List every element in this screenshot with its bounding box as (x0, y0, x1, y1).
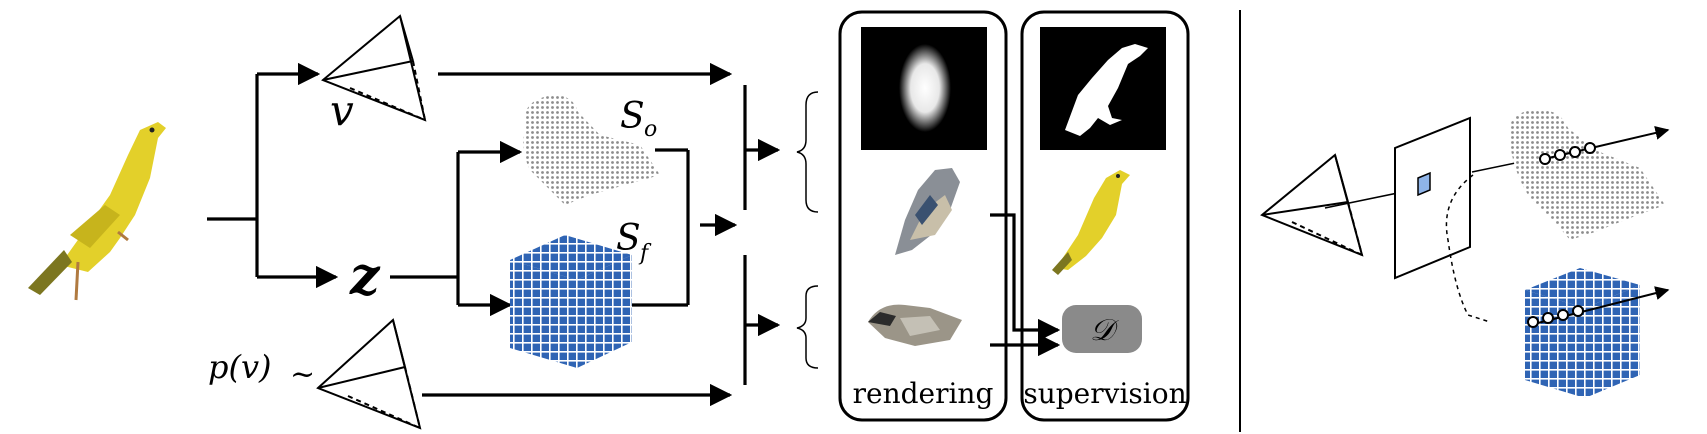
input-bird-image (28, 122, 166, 301)
rendering-label: rendering (853, 377, 994, 410)
supervision-label: supervision (1023, 377, 1186, 410)
ray-point-cloud (1509, 109, 1665, 241)
cloud-samples (1539, 142, 1596, 165)
occupancy-label: S o (620, 96, 657, 142)
braces (796, 91, 819, 369)
image-plane (1394, 116, 1471, 280)
occupancy-label-sub: o (644, 117, 657, 142)
supervision-box (1020, 10, 1190, 422)
occupancy-point-cloud (523, 95, 660, 205)
tilde-symbol: ~ (290, 357, 315, 392)
discriminator-lines (990, 213, 1061, 357)
feature-grid-cube-icon (510, 235, 632, 368)
cube-samples (1527, 305, 1584, 328)
rendered-rgb-bird-1 (895, 168, 960, 255)
occupancy-label-main: S (620, 96, 645, 137)
pixel-patch (1417, 171, 1431, 197)
camera-frustum-icon-prior (316, 318, 422, 430)
prior-view-label: p(v) (208, 348, 272, 386)
feature-label-main: S (616, 218, 641, 259)
flow-lines (207, 62, 781, 407)
ray-camera-frustum-icon (1260, 153, 1364, 257)
discriminator-box (1062, 305, 1142, 353)
feature-label: S f (616, 218, 652, 266)
latent-label: z (349, 246, 381, 307)
dashed-connector (1445, 174, 1491, 323)
rendered-rgb-bird-2 (868, 304, 962, 346)
feature-label-sub: f (638, 241, 652, 266)
supervision-rgb-bird (1052, 170, 1130, 275)
rendered-mask-glow (899, 44, 951, 132)
silhouette-bird (1065, 44, 1148, 136)
ray-grid-cube-icon (1525, 268, 1640, 398)
view-label: v (330, 86, 354, 135)
camera-frustum-icon-v (321, 14, 427, 122)
